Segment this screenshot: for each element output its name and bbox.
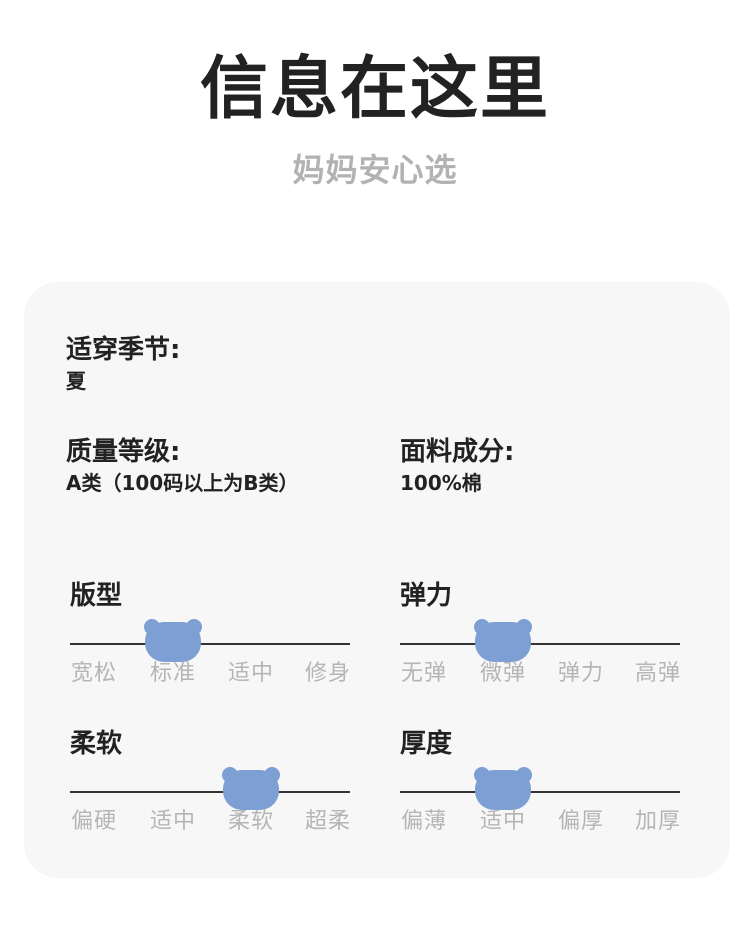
- thickness-scale: 厚度 偏薄 适中 偏厚 加厚: [400, 728, 680, 848]
- season-label: 适穿季节:: [66, 335, 181, 365]
- elasticity-option: 微弹: [479, 661, 526, 686]
- fit-option: 修身: [304, 661, 351, 686]
- quality-value: A类（100码以上为B类）: [66, 471, 299, 495]
- softness-option: 柔软: [227, 809, 274, 834]
- thickness-option: 偏厚: [557, 809, 604, 834]
- fit-scale-title: 版型: [70, 581, 123, 611]
- softness-option: 偏硬: [70, 809, 117, 834]
- elasticity-option: 弹力: [557, 661, 604, 686]
- quality-field: 质量等级: A类（100码以上为B类）: [66, 436, 298, 496]
- thickness-option: 适中: [479, 809, 526, 834]
- bear-marker-icon: [143, 617, 203, 663]
- fit-scale-line: [70, 643, 350, 645]
- softness-scale-title: 柔软: [70, 729, 123, 759]
- fit-option: 标准: [149, 661, 196, 686]
- thickness-scale-title: 厚度: [400, 729, 453, 759]
- softness-option: 适中: [149, 809, 196, 834]
- bear-marker-icon: [473, 765, 533, 811]
- softness-scale-line: [70, 791, 350, 793]
- fabric-label: 面料成分:: [400, 437, 515, 467]
- thickness-option: 偏薄: [400, 809, 447, 834]
- fit-option: 宽松: [70, 661, 117, 686]
- info-card: 适穿季节: 夏 质量等级: A类（100码以上为B类） 面料成分: 100%棉 …: [24, 282, 730, 878]
- elasticity-option: 无弹: [400, 661, 447, 686]
- page-subtitle: 妈妈安心选: [292, 151, 458, 189]
- fabric-value: 100%棉: [400, 471, 482, 495]
- softness-option: 超柔: [304, 809, 351, 834]
- page-title: 信息在这里: [199, 50, 550, 129]
- fabric-field: 面料成分: 100%棉: [400, 436, 514, 496]
- elasticity-option: 高弹: [634, 661, 681, 686]
- quality-label: 质量等级:: [66, 437, 181, 467]
- elasticity-scale-line: [400, 643, 680, 645]
- thickness-scale-line: [400, 791, 680, 793]
- bear-marker-icon: [221, 765, 281, 811]
- fit-option: 适中: [227, 661, 274, 686]
- season-field: 适穿季节: 夏: [66, 334, 180, 394]
- thickness-option: 加厚: [634, 809, 681, 834]
- bear-marker-icon: [473, 617, 533, 663]
- elasticity-scale-title: 弹力: [400, 581, 453, 611]
- elasticity-scale: 弹力 无弹 微弹 弹力 高弹: [400, 580, 680, 700]
- fit-scale: 版型 宽松 标准 适中 修身: [70, 580, 350, 700]
- softness-scale: 柔软 偏硬 适中 柔软 超柔: [70, 728, 350, 848]
- season-value: 夏: [66, 369, 86, 393]
